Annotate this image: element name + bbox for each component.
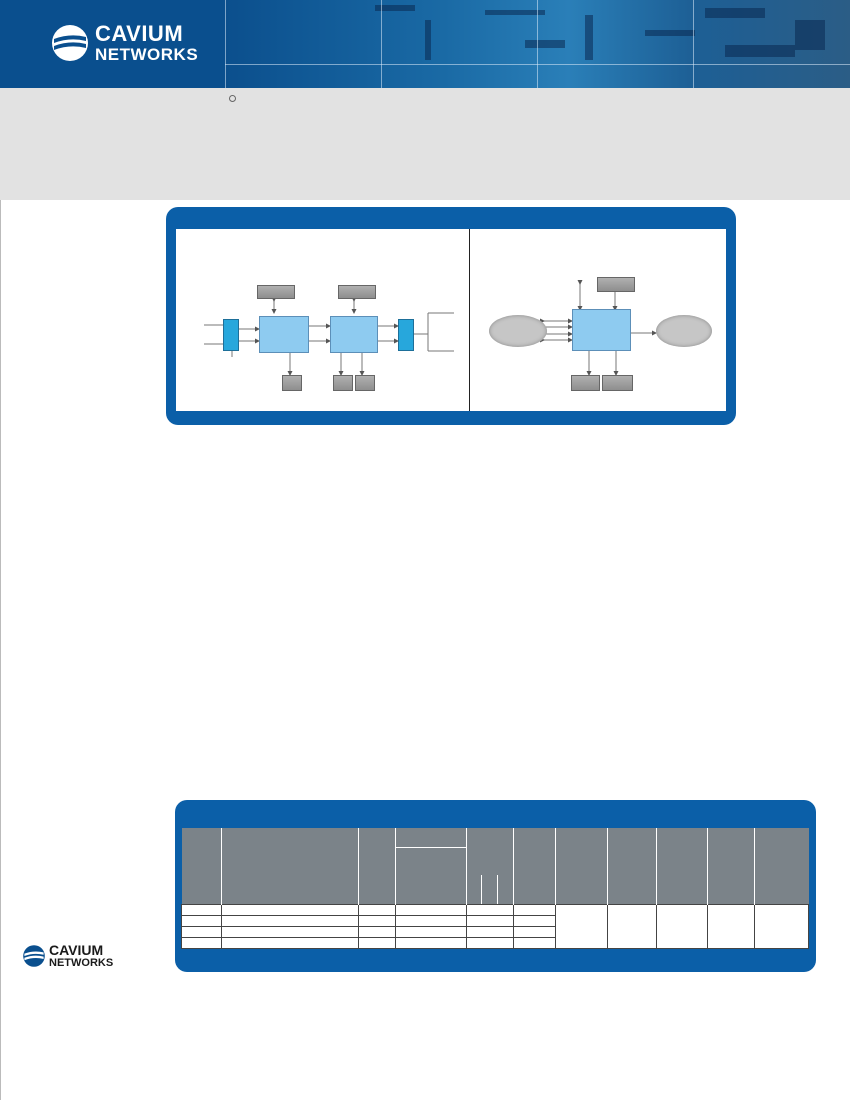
memory-block <box>257 285 295 299</box>
memory-block <box>338 285 376 299</box>
memory-block <box>597 277 635 292</box>
memory-block <box>355 375 375 391</box>
diagram-arrows <box>204 280 657 376</box>
table-row <box>180 904 809 949</box>
table-row <box>180 915 809 927</box>
left-margin-rule <box>0 200 1 1100</box>
diagram-divider <box>469 229 470 411</box>
page-header: CAVIUM NETWORKS <box>0 0 850 88</box>
header-logo: CAVIUM NETWORKS <box>50 23 198 63</box>
diagram-frame <box>166 207 736 425</box>
intro-band <box>0 88 850 200</box>
footer-brand-subname: NETWORKS <box>49 957 114 969</box>
network-cloud-icon <box>489 315 547 347</box>
processor-block <box>330 316 378 353</box>
network-cloud-icon <box>656 315 712 347</box>
brand-subname: NETWORKS <box>95 45 199 64</box>
memory-block <box>282 375 302 391</box>
phy-chip <box>398 319 414 351</box>
table-row <box>180 937 809 949</box>
footer-logo: CAVIUM NETWORKS <box>22 943 113 969</box>
memory-block <box>602 375 633 391</box>
processor-block <box>259 316 309 353</box>
memory-block <box>571 375 600 391</box>
cavium-swoosh-icon <box>52 25 88 61</box>
processor-block <box>572 309 631 351</box>
product-table-frame <box>175 800 816 972</box>
table-row <box>180 926 809 938</box>
phy-chip <box>223 319 239 351</box>
circle-bullet-icon <box>229 95 236 102</box>
memory-block <box>333 375 353 391</box>
footer-brand-name: CAVIUM <box>49 942 104 958</box>
product-table <box>180 828 809 949</box>
brand-name: CAVIUM <box>95 21 184 46</box>
cavium-swoosh-icon <box>23 945 45 967</box>
